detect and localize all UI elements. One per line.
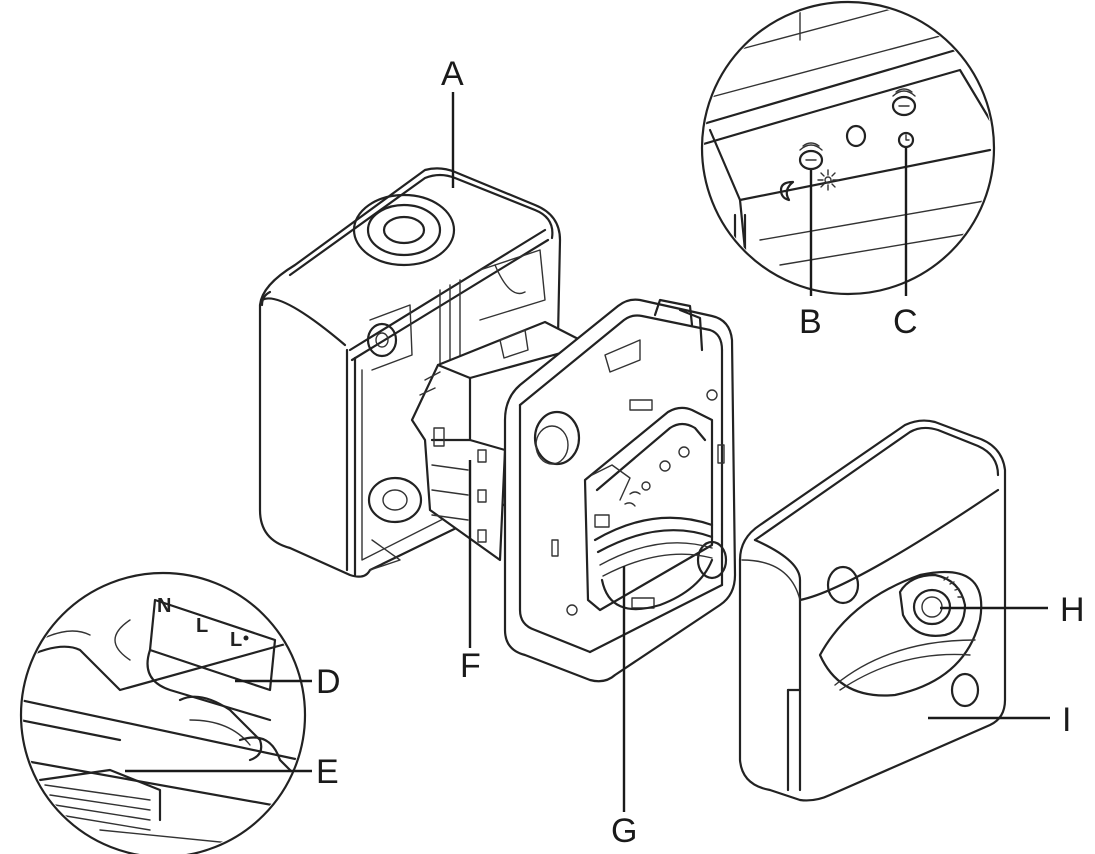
clock-icon [897, 131, 915, 149]
front-cover-i [738, 419, 1007, 802]
sensor-lens-icon [845, 124, 867, 148]
label-g: G [611, 812, 637, 850]
detail-circle-terminals: N L L [19, 571, 312, 854]
label-i: I [1062, 701, 1071, 739]
label-c: C [893, 303, 918, 341]
label-h: H [1060, 591, 1085, 629]
label-b: B [799, 303, 822, 341]
adjuster-b-icon [798, 142, 824, 171]
adjuster-c-icon [891, 88, 917, 117]
detail-circle-adjusters [700, 0, 996, 296]
terminal-n-label: N [157, 595, 171, 617]
label-e: E [316, 753, 339, 791]
label-d: D [316, 663, 341, 701]
sensor-module [503, 298, 737, 683]
label-a: A [441, 55, 464, 93]
terminal-l-load-label: L [230, 629, 242, 651]
label-f: F [460, 647, 481, 685]
moon-icon [779, 180, 795, 202]
sun-icon [817, 169, 839, 191]
terminal-l-label: L [196, 615, 208, 637]
